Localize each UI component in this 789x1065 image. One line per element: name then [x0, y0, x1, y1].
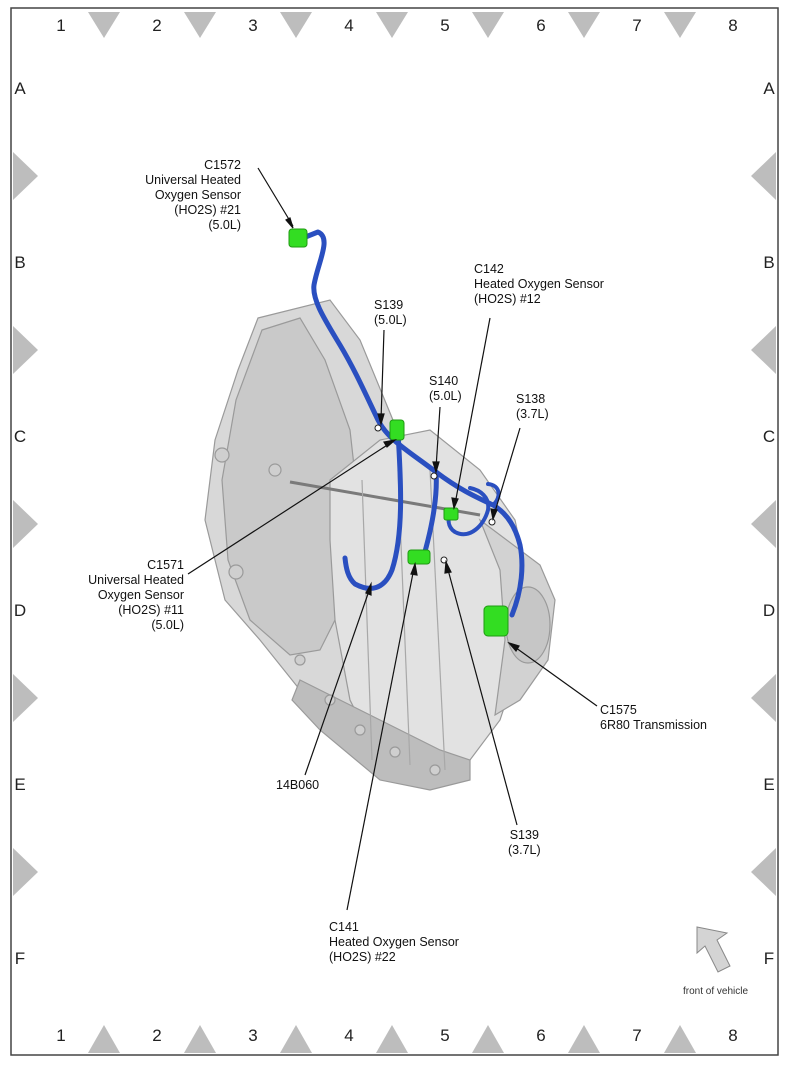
col-label-top-1: 1	[56, 16, 66, 35]
splice-s138	[488, 518, 496, 526]
col-label-bottom-7: 7	[632, 1026, 642, 1045]
callout-s138: S138 (3.7L)	[516, 392, 549, 421]
connector-c141	[407, 549, 431, 565]
diagram-border	[10, 7, 779, 1056]
grid-markers-left	[13, 152, 38, 896]
splice-s139-50	[374, 424, 382, 432]
row-label-left-c: C	[13, 427, 27, 446]
col-label-top-7: 7	[632, 16, 642, 35]
grid-markers-bottom	[88, 1025, 696, 1053]
col-label-top-3: 3	[248, 16, 258, 35]
row-label-right-f: F	[763, 949, 775, 968]
row-label-right-b: B	[763, 253, 775, 272]
connector-c1575	[483, 605, 509, 637]
row-label-right-e: E	[763, 775, 775, 794]
col-label-top-5: 5	[440, 16, 450, 35]
grid-markers-right	[751, 152, 776, 896]
harness-branch-s138	[486, 482, 501, 507]
callout-c142: C142 Heated Oxygen Sensor (HO2S) #12	[474, 262, 604, 306]
callout-c1571: C1571 Universal Heated Oxygen Sensor (HO…	[88, 558, 184, 632]
callout-s140: S140 (5.0L)	[429, 374, 462, 403]
connectors	[288, 228, 509, 637]
harness-branch-c1571	[342, 429, 404, 591]
callout-14b060: 14B060	[276, 778, 320, 792]
grid-markers-top	[88, 12, 696, 38]
col-label-bottom-6: 6	[536, 1026, 546, 1045]
callout-c141: C141 Heated Oxygen Sensor (HO2S) #22	[329, 920, 459, 964]
output-flange	[505, 586, 551, 664]
row-label-left-d: D	[13, 601, 27, 620]
col-label-bottom-4: 4	[344, 1026, 354, 1045]
col-label-top-6: 6	[536, 16, 546, 35]
splice-s140	[430, 472, 438, 480]
col-label-top-8: 8	[728, 16, 738, 35]
row-label-right-a: A	[763, 79, 775, 98]
callout-s139-3-7l: S139 (3.7L)	[508, 828, 541, 857]
connector-c1572	[288, 228, 308, 248]
transmission-housing	[204, 299, 556, 791]
col-label-bottom-8: 8	[728, 1026, 738, 1045]
connector-c1571	[389, 419, 405, 441]
col-label-bottom-3: 3	[248, 1026, 258, 1045]
row-label-right-d: D	[762, 601, 776, 620]
harness-branch-c142	[446, 486, 491, 537]
connector-c142	[443, 507, 459, 521]
arrow-up-left-icon	[696, 926, 731, 973]
callout-s139-5-0l: S139 (5.0L)	[374, 298, 407, 327]
col-label-bottom-5: 5	[440, 1026, 450, 1045]
row-label-left-f: F	[14, 949, 26, 968]
col-label-bottom-2: 2	[152, 1026, 162, 1045]
callout-c1572: C1572 Universal Heated Oxygen Sensor (HO…	[145, 158, 241, 232]
leader-lines	[187, 167, 598, 911]
front-of-vehicle-label: front of vehicle	[683, 986, 749, 997]
col-label-bottom-1: 1	[56, 1026, 66, 1045]
col-label-top-4: 4	[344, 16, 354, 35]
row-label-left-b: B	[14, 253, 26, 272]
row-label-right-c: C	[762, 427, 776, 446]
row-label-left-e: E	[14, 775, 26, 794]
callout-c1575: C1575 6R80 Transmission	[600, 703, 707, 732]
row-label-left-a: A	[14, 79, 26, 98]
col-label-top-2: 2	[152, 16, 162, 35]
bell-housing-face	[221, 317, 361, 656]
